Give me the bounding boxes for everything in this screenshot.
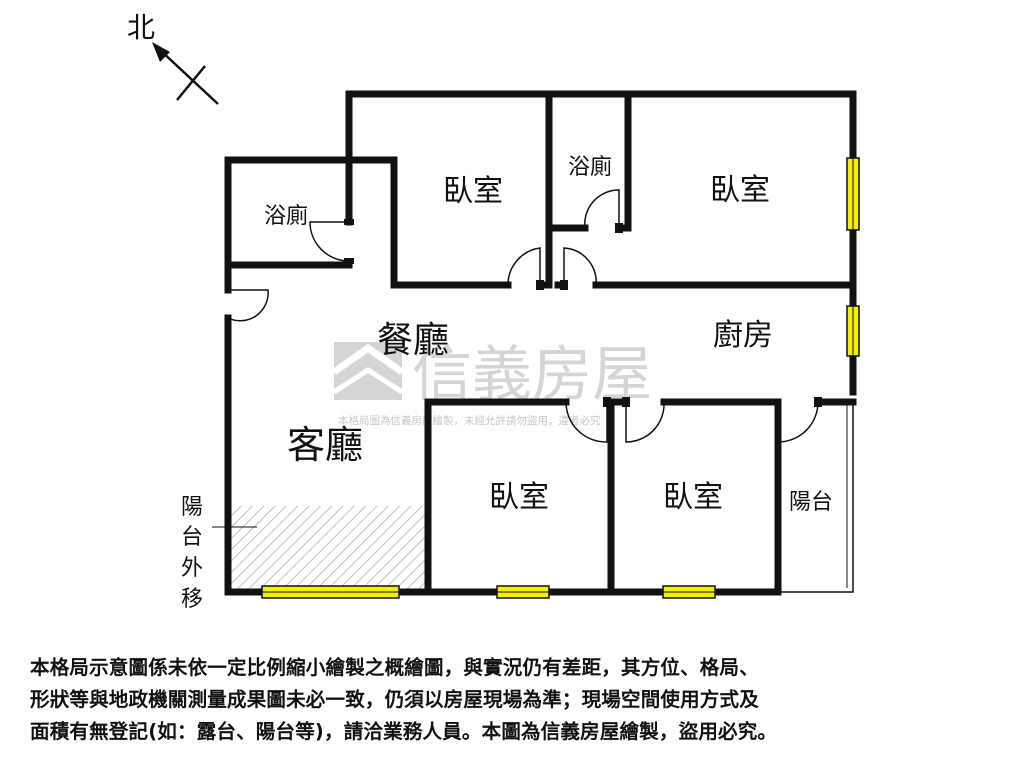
floor-plan: 北 信義房屋 本格局圖為信義房屋繪製，未經允許請勿盜用，違者必究 — [127, 11, 860, 612]
door-balcony — [777, 401, 819, 443]
door-bedroom-bottom-mid — [565, 401, 608, 443]
room-label-bath-small: 浴廁 — [568, 155, 612, 180]
door-small-bath — [584, 189, 620, 229]
balcony-note-char-4: 移 — [181, 587, 203, 612]
room-label-dining: 餐廳 — [377, 320, 449, 361]
disclaimer: 本格局示意圖係未依一定比例縮小繪製之概繪圖，與實況仍有差距，其方位、格局、 形狀… — [30, 652, 1005, 748]
balcony-note-char-1: 陽 — [181, 495, 203, 520]
disclaimer-line-1: 本格局示意圖係未依一定比例縮小繪製之概繪圖，與實況仍有差距，其方位、格局、 — [30, 656, 759, 679]
room-label-living: 客廳 — [287, 423, 363, 467]
north-arrow-icon — [152, 42, 219, 105]
watermark-logo-icon — [331, 342, 405, 400]
room-label-balcony: 陽台 — [789, 490, 833, 515]
door-jambs — [225, 219, 822, 407]
door-bedroom-top-right — [563, 247, 597, 286]
disclaimer-line-3: 面積有無登記(如：露台、陽台等)，請洽業務人員。本圖為信義房屋繪製，盜用必究。 — [30, 720, 778, 743]
watermark-notice: 本格局圖為信義房屋繪製，未經允許請勿盜用，違者必究 — [338, 414, 601, 427]
compass-label: 北 — [127, 11, 155, 44]
room-label-bedroom-bottom-right: 臥室 — [663, 480, 723, 515]
door-left-bath — [309, 221, 350, 262]
watermark-brand: 信義房屋 — [412, 340, 652, 410]
room-label-bath-left: 浴廁 — [264, 204, 308, 229]
disclaimer-line-2: 形狀等與地政機關測量成果圖未必一致，仍須以房屋現場為準；現場空間使用方式及 — [30, 688, 759, 711]
relocated-balcony-area — [231, 506, 429, 591]
room-label-bedroom-bottom-mid: 臥室 — [489, 480, 549, 515]
doors — [227, 189, 819, 443]
watermark: 信義房屋 本格局圖為信義房屋繪製，未經允許請勿盜用，違者必究 — [331, 340, 652, 427]
room-label-kitchen: 廚房 — [713, 318, 773, 353]
windows — [261, 157, 860, 599]
walls — [224, 90, 857, 596]
balcony-note-char-3: 外 — [181, 556, 203, 581]
door-bedroom-top-left — [507, 247, 541, 286]
door-entrance — [227, 289, 269, 322]
balcony-railing — [778, 402, 854, 593]
door-bedroom-bottom-right — [625, 401, 665, 443]
balcony-note-char-2: 台 — [181, 525, 203, 550]
room-label-bedroom-top-right: 臥室 — [710, 173, 770, 208]
room-label-bedroom-top-left: 臥室 — [443, 174, 503, 209]
